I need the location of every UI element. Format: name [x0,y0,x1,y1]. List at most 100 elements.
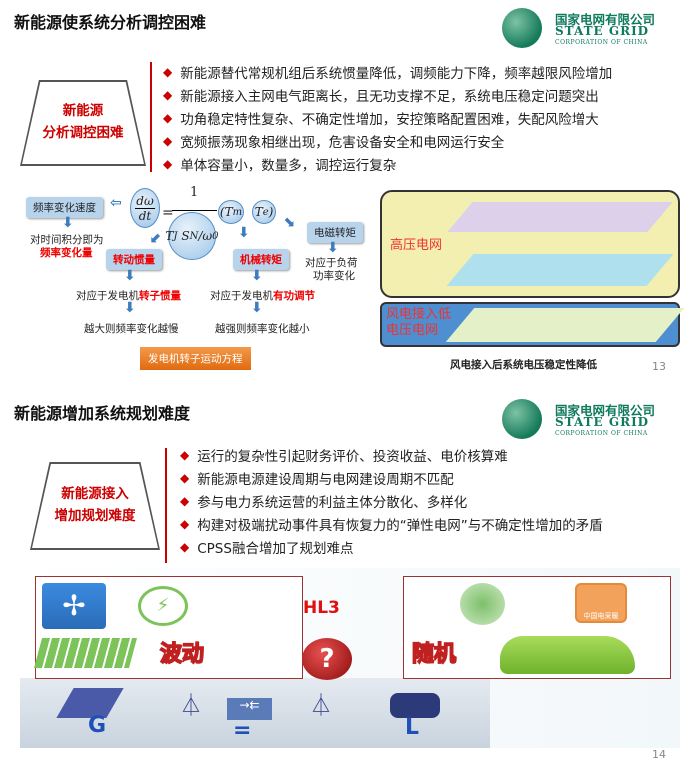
logo-cn: 国家电网有限公司 [555,12,656,27]
grid-uncertainty-image: ✢ ⚡ 波动 HL3 ? 中国电采暖 随机 G ⏃ →⇇ = ⏃ L [20,568,680,748]
state-grid-logo: 国家电网有限公司 STATE GRID CORPORATION OF CHINA [500,4,680,52]
bullet-item: ◆ 运行的复杂性引起财务评价、投资收益、电价核算难 [180,443,603,466]
motor-icon [390,693,440,718]
eq-dt: dt [138,208,152,223]
diamond-icon: ◆ [180,516,190,531]
bullet-item: ◆ 构建对极端扰动事件具有恢复力的“弹性电网”与不确定性增加的矛盾 [180,512,603,535]
electric-heating-badge: 中国电采暖 [575,583,627,623]
eq-one: 1 [190,185,199,200]
generator-label: G [88,713,107,738]
freq-speed-box: 频率变化速度 [26,197,103,218]
arrow-down-icon: ⬇ [124,300,136,316]
bullet-item: ◆ 单体容量小，数量多，调控运行复杂 [163,152,612,175]
bullet-item: ◆ 新能源接入主网电气距离长，且无功支撑不足，系统电压稳定问题突出 [163,83,612,106]
inertia-box: 转动惯量 [106,249,162,270]
inertia-result: 越大则频率变化越慢 [84,323,179,335]
bullet-item: ◆ 新能源电源建设周期与电网建设周期不匹配 [180,466,603,489]
electric-car-icon [500,636,635,674]
bullet-text: 构建对极端扰动事件具有恢复力的“弹性电网”与不确定性增加的矛盾 [197,517,603,534]
question-icon: ? [302,638,352,680]
bullet-item: ◆宽频振荡现象相继出现，危害设备安全和电网运行安全 [163,129,612,152]
divider [150,62,152,172]
hl3-label: HL3 [303,598,340,618]
diamond-icon: ◆ [163,133,173,148]
eq-te: T [254,205,263,219]
arrow-down-icon: ⬇ [124,268,136,284]
page-number: 13 [652,360,666,373]
solar-panel-icon [33,638,138,668]
arrow-icon: ⬋ [150,230,162,246]
bullet-item: ◆ CPSS融合增加了规划难点 [180,535,603,558]
page-number: 14 [652,748,666,761]
arrow-icon: ⬊ [283,214,295,230]
slide2-topic-box: 新能源接入增加规划难度 [30,462,160,550]
arrow-down-icon: ⬇ [327,240,339,256]
diamond-icon: ◆ [180,539,190,554]
ev-charging-icon: ⚡ [138,586,188,626]
diamond-icon: ◆ [163,110,173,125]
mech-result: 越强则频率变化越小 [215,323,310,335]
converter-icon: →⇇ [227,698,272,720]
tower-icon: ⏃ [180,694,203,719]
bullet-text: 新能源接入主网电气距离长，且无功支撑不足，系统电压稳定问题突出 [180,88,599,105]
bullet-text: 新能源电源建设周期与电网建设周期不匹配 [197,471,454,488]
box-line: 分析调控困难 [42,125,124,141]
globe-icon [502,399,542,439]
bullet-item: ◆新能源替代常规机组后系统惯量降低，调频能力下降，频率越限风险增加 [163,60,612,83]
diamond-icon: ◆ [163,87,173,102]
globe-icon [502,8,542,48]
diamond-icon: ◆ [163,156,173,171]
bullet-text: 参与电力系统运营的利益主体分散化、多样化 [197,494,468,511]
diamond-icon: ◆ [180,470,190,485]
em-box: 电磁转矩 [307,222,363,243]
eq-tm: (T [219,205,233,219]
arrow-down-icon: ⬇ [62,215,74,231]
mech-desc: 对应于发电机有功调节 [210,290,315,302]
logo-cn: 国家电网有限公司 [555,403,656,418]
eq-tj: T [165,229,174,243]
slide2-bullets: ◆ 运行的复杂性引起财务评价、投资收益、电价核算难 ◆ 新能源电源建设周期与电网建设… [180,443,603,558]
tower-icon: ⏃ [310,694,333,719]
network-caption: 风电接入后系统电压稳定性降低 [450,359,597,371]
diamond-icon: ◆ [180,447,190,462]
eq-sn: S [181,229,190,243]
slide1-topic-box: 新能源分析调控困难 [20,80,146,166]
network-figure: 高压电网 风电接入低电压电网 [380,190,685,347]
em-desc: 功率变化 [313,270,355,282]
slide2-title: 新能源增加系统规划难度 [14,404,191,423]
arrow-down-icon: ⬇ [251,300,263,316]
logo-en2: CORPORATION OF CHINA [555,430,648,437]
state-grid-logo: 国家电网有限公司 STATE GRID CORPORATION OF CHINA [500,395,680,443]
equals-label: = [233,718,252,743]
eq-w0: ω [202,229,213,243]
green-bulb-icon [460,583,505,625]
integral-text: 对时间积分即为 [30,234,104,246]
bullet-text: 运行的复杂性引起财务评价、投资收益、电价核算难 [197,448,508,465]
box-line: 增加规划难度 [54,508,136,524]
diagram-caption: 发电机转子运动方程 [140,347,251,370]
eq-dw: dω [136,193,154,208]
em-desc: 对应于负荷 [305,257,358,269]
logo-en: STATE GRID [555,24,650,38]
diamond-icon: ◆ [163,64,173,79]
lv-label: 风电接入低电压电网 [386,307,452,338]
divider [165,448,167,563]
inertia-desc: 对应于发电机转子惯量 [76,290,181,302]
slide1-bullets: ◆新能源替代常规机组后系统惯量降低，调频能力下降，频率越限风险增加 ◆ 新能源接入… [163,60,612,175]
hv-label: 高压电网 [390,238,443,253]
logo-en2: CORPORATION OF CHINA [555,39,648,46]
bullet-item: ◆参与电力系统运营的利益主体分散化、多样化 [180,489,603,512]
logo-en: STATE GRID [555,415,650,429]
box-line: 新能源接入 [61,486,129,503]
bullet-text: CPSS融合增加了规划难点 [197,540,354,557]
bullet-text: 单体容量小，数量多，调控运行复杂 [180,157,397,174]
mech-box: 机械转矩 [233,249,289,270]
wind-turbine-icon: ✢ [42,583,106,629]
load-label: L [405,715,420,740]
arrow-down-icon: ⬇ [238,225,250,241]
